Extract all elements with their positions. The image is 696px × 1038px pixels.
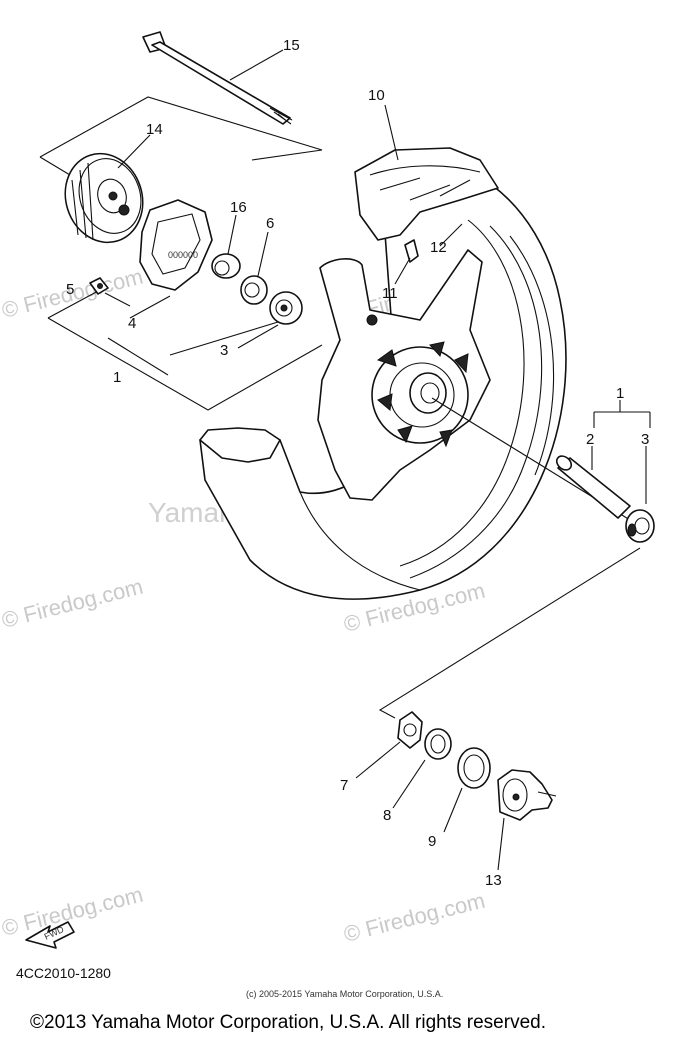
leader-9 bbox=[443, 787, 463, 833]
small-copyright: (c) 2005-2015 Yamaha Motor Corporation, … bbox=[246, 989, 443, 999]
part-label-16: 16 bbox=[230, 199, 247, 216]
watermark-firedog-3: © Firedog.com bbox=[0, 574, 146, 633]
part-label-5: 5 bbox=[66, 281, 74, 298]
collar-part bbox=[211, 253, 241, 279]
bearing-6-part bbox=[240, 275, 268, 305]
speedo-gear-part bbox=[497, 769, 557, 821]
leader-14 bbox=[117, 134, 151, 169]
part-label-12: 12 bbox=[430, 239, 447, 256]
watermark-firedog-6: © Firedog.com bbox=[341, 888, 487, 947]
part-label-1-right: 1 bbox=[616, 385, 624, 402]
lower-group-line bbox=[378, 547, 641, 719]
bolt-part bbox=[89, 277, 109, 295]
leader-10 bbox=[384, 104, 399, 161]
group-bracket-right bbox=[591, 400, 651, 504]
part-label-1-left: 1 bbox=[113, 369, 121, 386]
axle-part bbox=[142, 31, 293, 125]
leader-11 bbox=[394, 257, 411, 285]
diagram-code: 4CC2010-1280 bbox=[16, 965, 111, 981]
wheel-part bbox=[199, 147, 567, 600]
spacer-part bbox=[555, 455, 631, 519]
part-label-8: 8 bbox=[383, 807, 391, 824]
part-label-7: 7 bbox=[340, 777, 348, 794]
washer-part bbox=[424, 728, 452, 760]
circlip-part bbox=[397, 711, 423, 749]
leader-6 bbox=[257, 231, 269, 277]
leader-8 bbox=[392, 759, 426, 809]
part-label-3-left: 3 bbox=[220, 342, 228, 359]
part-label-9: 9 bbox=[428, 833, 436, 850]
plate-texture: 000000 bbox=[168, 250, 198, 260]
fwd-arrow-icon: FWD bbox=[25, 921, 75, 949]
part-label-6: 6 bbox=[266, 215, 274, 232]
leader-3-left bbox=[237, 324, 279, 349]
oil-seal-part bbox=[457, 747, 491, 789]
part-label-10: 10 bbox=[368, 87, 385, 104]
part-label-13: 13 bbox=[485, 872, 502, 889]
part-label-15: 15 bbox=[283, 37, 300, 54]
bracket-items-3-4 bbox=[104, 292, 279, 376]
leader-15 bbox=[229, 49, 284, 81]
part-label-11: 11 bbox=[382, 285, 398, 302]
bearing-3-part bbox=[269, 291, 303, 325]
part-label-3-right: 3 bbox=[641, 431, 649, 448]
part-label-4: 4 bbox=[128, 315, 136, 332]
footer-copyright: ©2013 Yamaha Motor Corporation, U.S.A. A… bbox=[30, 1012, 546, 1033]
leader-12 bbox=[439, 223, 463, 247]
leader-13 bbox=[497, 817, 505, 871]
leader-16 bbox=[227, 214, 237, 255]
brake-plate-part: 000000 bbox=[118, 199, 213, 291]
part-label-14: 14 bbox=[146, 121, 163, 138]
leader-7 bbox=[355, 741, 401, 779]
brake-drum-part bbox=[64, 152, 144, 244]
bearing-right-part bbox=[625, 509, 655, 543]
part-label-2: 2 bbox=[586, 431, 594, 448]
